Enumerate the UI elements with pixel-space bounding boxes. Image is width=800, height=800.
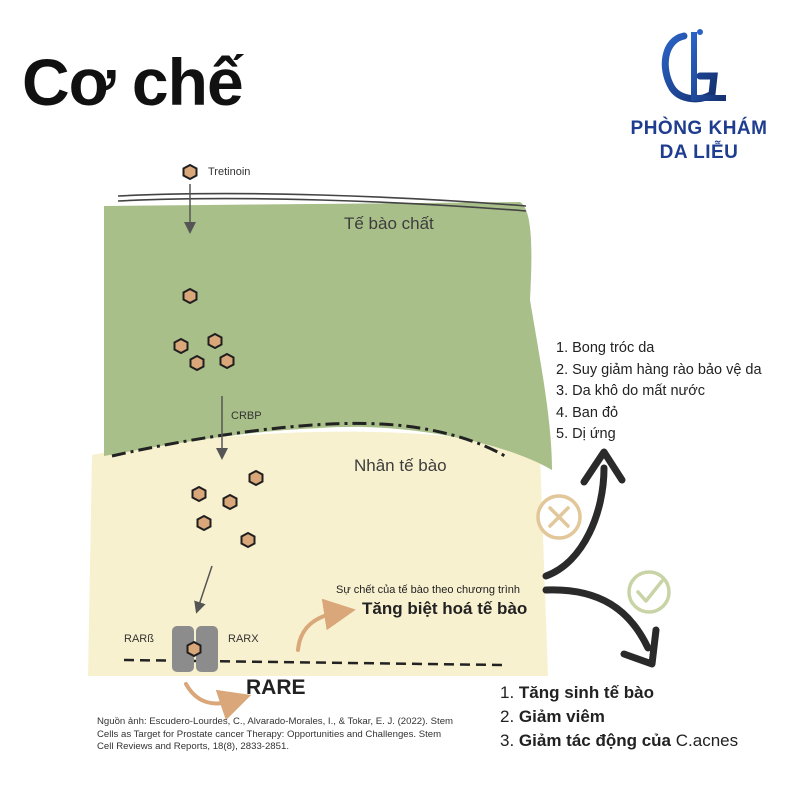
list-item: 3. Da khô do mất nước <box>556 381 762 403</box>
list-item-number: 1. <box>500 683 515 702</box>
nucleus-label: Nhân tế bào <box>354 456 447 475</box>
nucleus-region <box>88 431 548 676</box>
hexagon-molecule-icon <box>196 514 212 532</box>
list-item-number: 5. <box>556 426 569 442</box>
list-item-text: Dị ứng <box>572 426 616 442</box>
tretinoin-label: Tretinoin <box>208 166 251 178</box>
cell-membrane-inner <box>117 197 527 212</box>
hexagon-molecule-icon <box>222 493 238 511</box>
molecule-tretinoin <box>182 163 198 181</box>
crbp-label: CRBP <box>231 410 262 422</box>
list-item-text: Giảm viêm <box>518 707 605 726</box>
arrow-rare-to-differentiation <box>296 598 356 652</box>
list-item-number: 3. <box>500 731 515 750</box>
page-title: Cơ chế <box>22 45 244 119</box>
rarx-label: RARX <box>228 633 259 645</box>
list-item-text: Bong tróc da <box>572 340 655 356</box>
nuclear-membrane <box>111 421 509 460</box>
list-item-extra: C.acnes <box>675 731 739 750</box>
arrow-to-positive-effects <box>542 586 652 652</box>
hexagon-molecule-icon <box>240 531 256 549</box>
hexagon-molecule-icon <box>248 469 264 487</box>
list-item-number: 3. <box>556 383 569 399</box>
arrow-to-receptor <box>194 565 213 614</box>
list-item: 1. Tăng sinh tế bào <box>500 681 738 705</box>
arrow-to-negative-effects <box>542 464 608 580</box>
list-item-text: Tăng sinh tế bào <box>518 683 654 702</box>
list-item: 2. Giảm viêm <box>500 705 738 729</box>
list-item: 3. Giảm tác động của C.acnes <box>500 729 738 753</box>
list-item-number: 2. <box>500 707 515 726</box>
list-item: 1. Bong tróc da <box>556 338 762 360</box>
molecule-group <box>173 163 264 549</box>
list-item: 2. Suy giảm hàng rào bảo vệ da <box>556 360 762 382</box>
check-icon <box>627 570 671 614</box>
source-citation: Nguồn ảnh: Escudero-Lourdes, C., Alvarad… <box>97 716 454 753</box>
list-item-number: 4. <box>556 404 569 421</box>
list-item-text: Da khô do mất nước <box>572 383 705 399</box>
cytoplasm-region <box>104 202 552 470</box>
rare-label: RARE <box>246 676 306 699</box>
rarb-label: RARß <box>124 633 154 645</box>
hexagon-molecule-icon <box>219 352 235 370</box>
list-item: 5. Dị ứng <box>556 424 762 446</box>
cross-icon <box>536 494 582 540</box>
hexagon-molecule-icon <box>207 332 223 350</box>
differentiation-label: Tăng biệt hoá tế bào <box>362 599 528 618</box>
logo-monogram-icon <box>661 29 726 103</box>
list-item-text: Suy giảm hàng rào bảo vệ da <box>572 361 762 378</box>
receptor-icon <box>172 626 218 672</box>
list-item-number: 2. <box>556 361 569 378</box>
cell-membrane <box>117 192 527 207</box>
negative-effects-list: 1. Bong tróc da 2. Suy giảm hàng rào bảo… <box>556 338 762 446</box>
clinic-logo: PHÒNG KHÁM DA LIỄU <box>614 28 784 168</box>
logo-line-2: DA LIỄU <box>659 142 739 163</box>
logo-line-1: PHÒNG KHÁM <box>630 118 768 139</box>
apoptosis-label: Sự chết của tế bào theo chương trình <box>336 584 520 596</box>
hexagon-molecule-icon <box>173 337 189 355</box>
cytoplasm-label: Tế bào chất <box>344 214 434 233</box>
arrowhead-down <box>620 626 660 668</box>
hexagon-molecule-icon <box>182 287 198 305</box>
list-item-text: Giảm tác động của <box>518 731 672 750</box>
list-item: 4. Ban đỏ <box>556 403 762 425</box>
hexagon-molecule-icon <box>191 485 207 503</box>
list-item-text: Ban đỏ <box>572 404 619 421</box>
list-item-number: 1. <box>556 340 569 356</box>
arrowhead-up <box>580 448 626 486</box>
hexagon-molecule-icon <box>189 354 205 372</box>
positive-effects-list: 1. Tăng sinh tế bào 2. Giảm viêm 3. Giảm… <box>500 681 738 753</box>
arrow-receptor-to-rare <box>184 682 252 721</box>
